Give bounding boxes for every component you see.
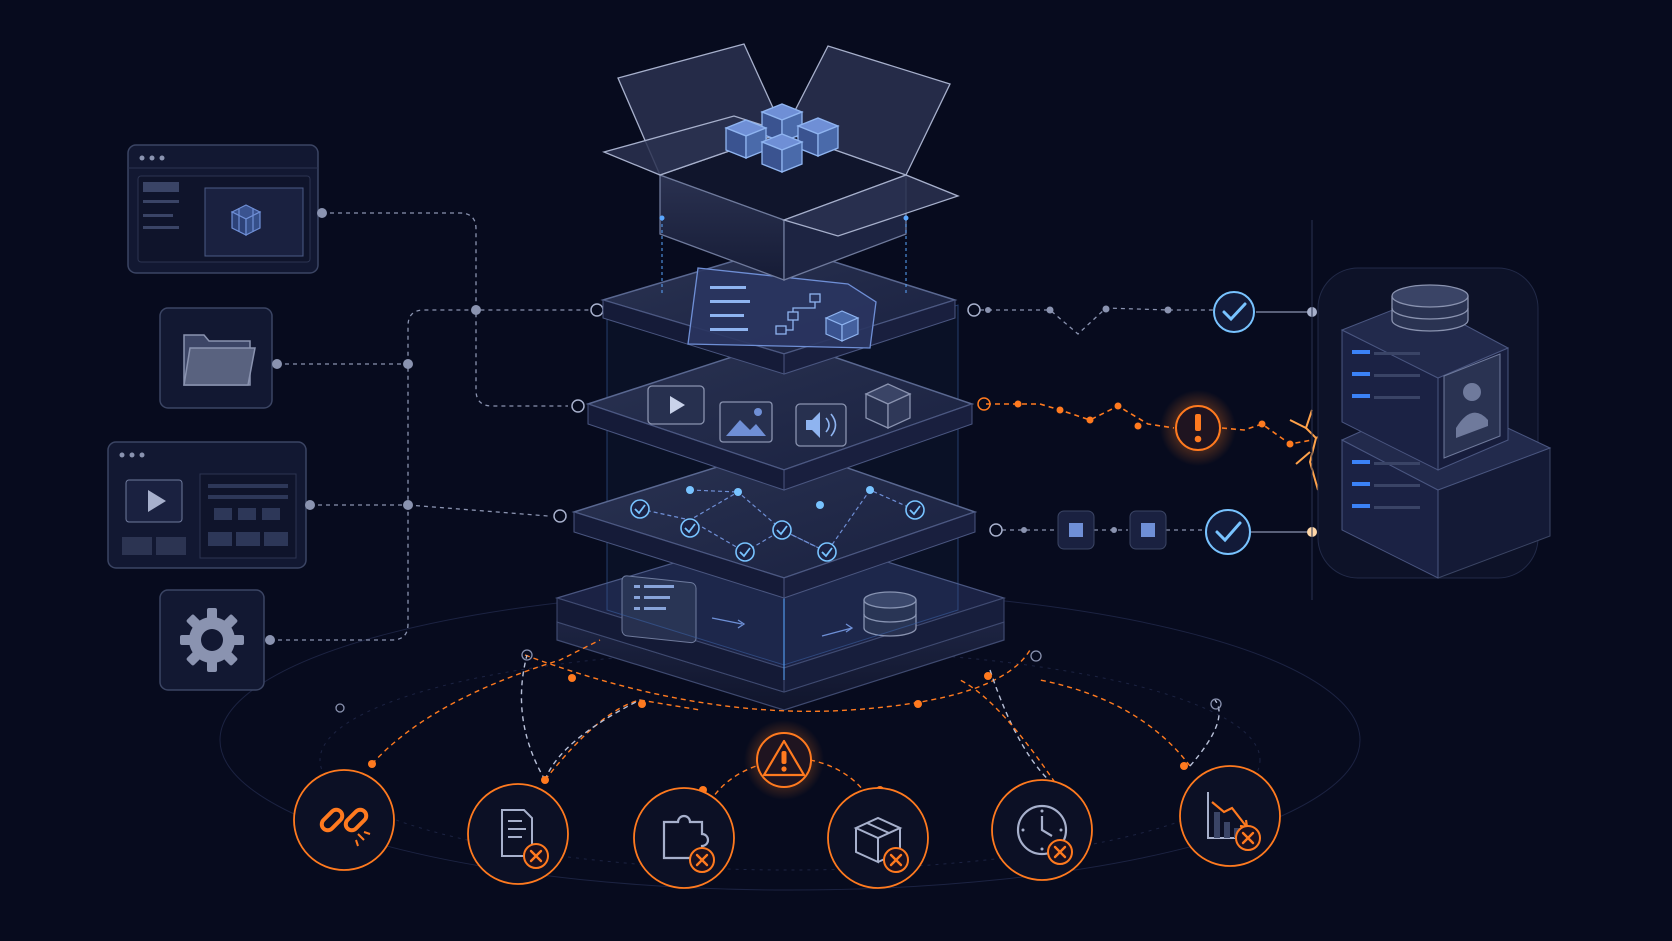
error-x-icon xyxy=(1235,825,1261,851)
error-x-icon xyxy=(523,843,549,869)
failure-broken-package[interactable] xyxy=(827,787,929,889)
play-icon xyxy=(148,490,166,512)
output-top[interactable] xyxy=(967,291,1317,335)
source-connector-nodes xyxy=(265,208,481,645)
failure-hub[interactable] xyxy=(744,720,824,800)
source-media-app[interactable] xyxy=(107,441,307,569)
failure-performance-drop[interactable] xyxy=(1179,765,1281,867)
success-node-top xyxy=(1213,291,1255,333)
database-icon xyxy=(1391,284,1469,332)
broken-link-icon xyxy=(319,807,371,847)
audio-icon xyxy=(795,403,847,447)
server-stack-icon xyxy=(1340,284,1552,579)
error-x-icon xyxy=(883,847,909,873)
cube-cluster-icon xyxy=(230,204,262,236)
layer-media[interactable] xyxy=(585,339,975,491)
image-icon xyxy=(719,401,773,443)
failure-missing-document[interactable] xyxy=(467,783,569,885)
source-connectors xyxy=(270,212,590,641)
success-node-bottom xyxy=(1205,509,1251,555)
error-x-icon xyxy=(1047,839,1073,865)
warning-triangle-icon xyxy=(762,739,806,777)
error-x-icon xyxy=(689,847,715,873)
failure-missing-plugin[interactable] xyxy=(633,787,735,889)
layer-validation[interactable] xyxy=(571,445,978,599)
source-web-app[interactable] xyxy=(127,144,319,274)
check-icon xyxy=(1215,521,1242,543)
cube-icon xyxy=(864,383,912,430)
failure-timeout[interactable] xyxy=(991,779,1093,881)
clock-error-icon xyxy=(1016,804,1068,856)
user-icon xyxy=(1463,383,1481,401)
document-error-icon xyxy=(501,809,533,857)
gear-icon xyxy=(180,608,244,672)
layer-documents[interactable] xyxy=(600,245,958,375)
checkpoint-graph-icon xyxy=(630,486,925,562)
source-configuration[interactable] xyxy=(159,589,265,691)
puzzle-error-icon xyxy=(662,814,710,860)
central-stack xyxy=(554,43,1007,711)
terminal-icon xyxy=(621,575,697,644)
check-icon xyxy=(1222,302,1247,322)
failure-broken-link[interactable] xyxy=(293,769,395,871)
layer-package[interactable] xyxy=(601,43,960,294)
exclamation-icon xyxy=(1194,414,1202,443)
output-bottom[interactable] xyxy=(989,509,1317,555)
cube-cluster-icon xyxy=(724,103,840,173)
output-middle[interactable] xyxy=(977,390,1333,491)
video-icon xyxy=(647,385,705,425)
target-server[interactable] xyxy=(1317,267,1552,579)
source-file-store[interactable] xyxy=(159,307,273,409)
document-diagram-icon xyxy=(687,267,877,349)
folder-icon xyxy=(183,334,256,386)
